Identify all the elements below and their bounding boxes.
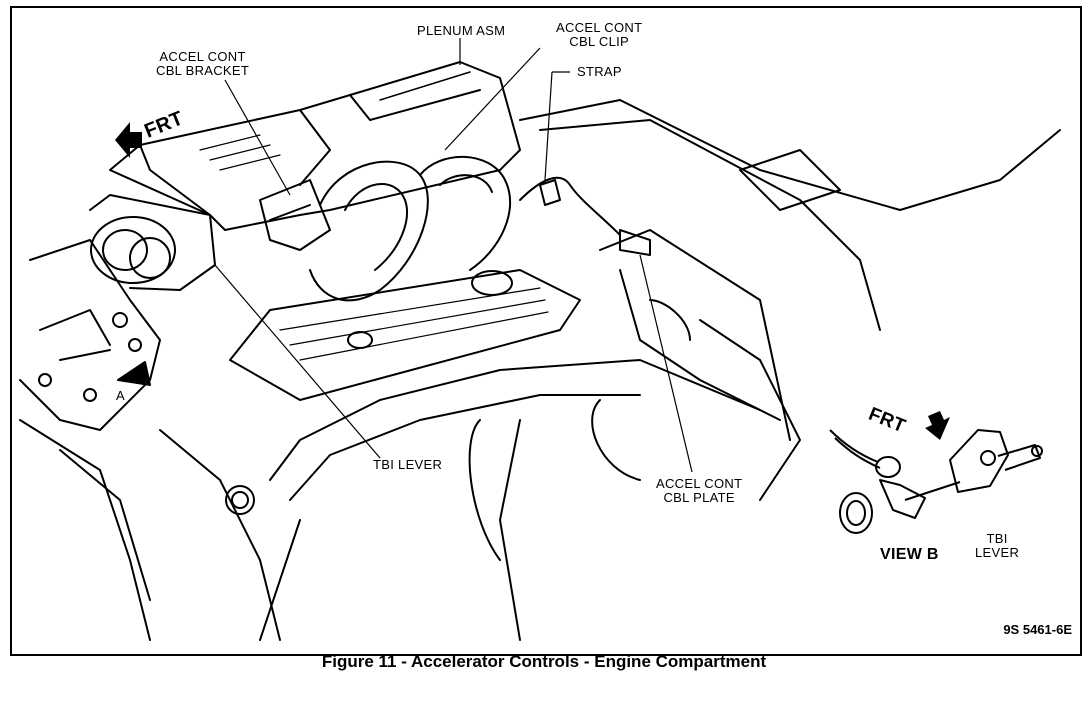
label-view-b: VIEW B [880, 546, 939, 563]
label-accel-cont-cbl-clip: ACCEL CONT CBL CLIP [556, 20, 643, 49]
throttle-body [89, 194, 216, 291]
label-view-a-marker: A [116, 388, 125, 403]
cable-bracket [259, 179, 331, 251]
figure-caption: Figure 11 - Accelerator Controls - Engin… [321, 652, 767, 671]
label-tbi-lever-view-b: TBI LEVER [975, 531, 1020, 560]
reference-number: 9S 5461-6E [1003, 622, 1072, 637]
leader-cbl-bracket [224, 79, 291, 196]
leader-tbi-lever [214, 264, 381, 459]
leader-cbl-plate [639, 254, 693, 473]
label-accel-cont-cbl-bracket: ACCEL CONT CBL BRACKET [156, 49, 250, 78]
label-plenum-asm: PLENUM ASM [417, 23, 506, 38]
label-strap: STRAP [577, 64, 622, 79]
view-b-detail [829, 429, 1043, 534]
plenum-assembly [109, 61, 521, 231]
figure-frame [10, 6, 1082, 656]
intake-runners [309, 155, 511, 302]
valve-cover [229, 269, 581, 401]
frt-arrow-view-b [925, 411, 950, 440]
label-tbi-lever: TBI LEVER [373, 457, 443, 472]
label-accel-cont-cbl-plate: ACCEL CONT CBL PLATE [656, 476, 743, 505]
fender [519, 99, 1061, 211]
leader-cbl-clip [444, 47, 541, 151]
frt-arrow-main [115, 122, 142, 158]
